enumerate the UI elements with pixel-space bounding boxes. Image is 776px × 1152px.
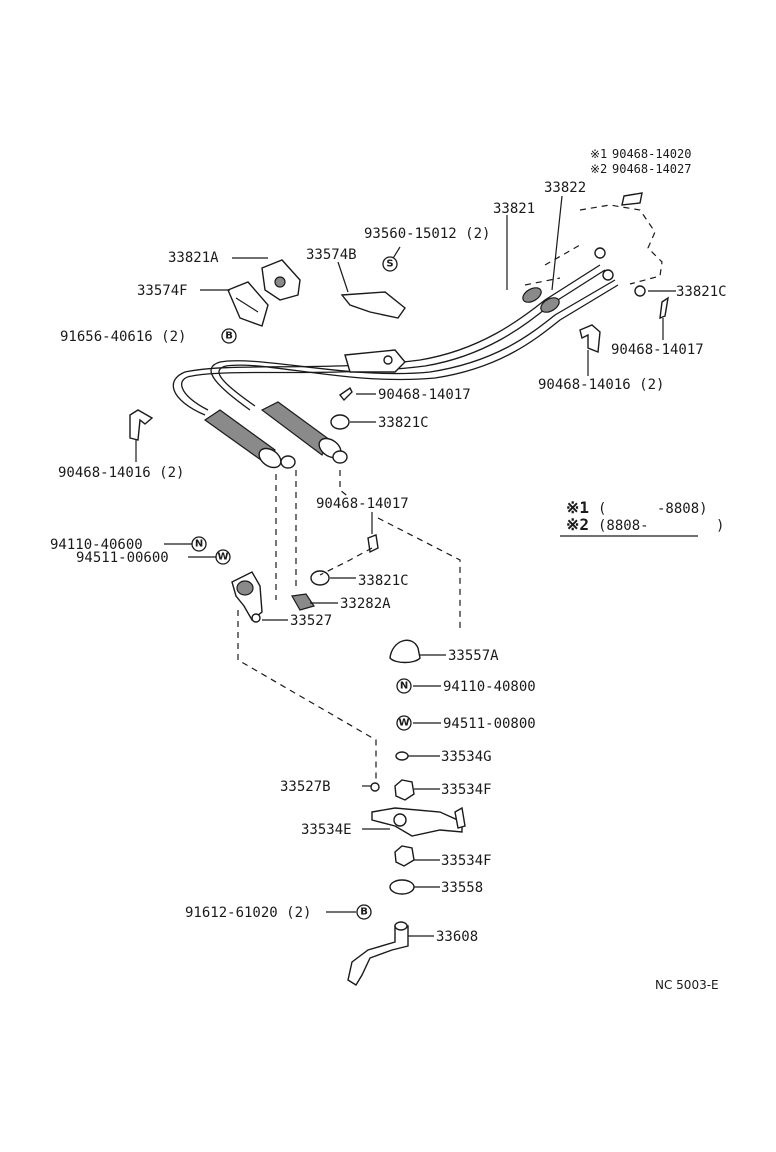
svg-text:W: W bbox=[398, 718, 409, 729]
nut-n-icon: N bbox=[396, 678, 412, 694]
diagram-code: NC 5003-E bbox=[655, 978, 719, 992]
label-94511-00600: 94511-00600 bbox=[76, 550, 169, 566]
label-33534g: 33534G bbox=[441, 749, 492, 765]
legend-range-2: (8808- ) bbox=[598, 518, 724, 534]
svg-text:N: N bbox=[195, 539, 203, 550]
parts bbox=[129, 259, 669, 986]
label-33527: 33527 bbox=[290, 613, 332, 629]
label-94511-00800: 94511-00800 bbox=[443, 716, 536, 732]
svg-text:W: W bbox=[217, 552, 228, 563]
label-33534e: 33534E bbox=[301, 822, 352, 838]
label-33282a: 33282A bbox=[340, 596, 391, 612]
part-labels: 33822 33821 93560-15012 (2) 33821A 33574… bbox=[50, 180, 727, 945]
pin-90468-14017 bbox=[659, 296, 669, 320]
svg-text:B: B bbox=[360, 907, 368, 918]
washer-w-icon: W bbox=[396, 715, 412, 731]
label-33821c-lower: 33821C bbox=[358, 573, 409, 589]
lever-33534e bbox=[371, 807, 463, 837]
cable-bracket-plate bbox=[344, 349, 406, 373]
part-33527 bbox=[231, 571, 263, 622]
label-91612-61020: 91612-61020 (2) bbox=[185, 905, 311, 921]
bushing-33821c bbox=[330, 414, 350, 430]
clip-90468-14016-right bbox=[579, 324, 601, 353]
clip-90468-14016-left bbox=[129, 409, 154, 441]
label-90468-14017-mid: 90468-14017 bbox=[378, 387, 471, 403]
label-90468-14017-lower: 90468-14017 bbox=[316, 496, 409, 512]
label-94110-40600: 94110-40600 bbox=[50, 537, 143, 553]
note-part-2: 90468-14027 bbox=[612, 162, 691, 176]
cable-boots bbox=[203, 401, 348, 469]
label-33534f-lower: 33534F bbox=[441, 853, 492, 869]
washer-w-icon: W bbox=[215, 549, 231, 565]
label-33527b: 33527B bbox=[280, 779, 331, 795]
note-part-1: 90468-14020 bbox=[612, 147, 691, 161]
label-93560-15012: 93560-15012 (2) bbox=[364, 226, 490, 242]
label-33821a: 33821A bbox=[168, 250, 219, 266]
symbols: B S N W N W B bbox=[191, 256, 412, 920]
label-90468-14017-right: 90468-14017 bbox=[611, 342, 704, 358]
shift-cables bbox=[172, 204, 663, 416]
legend: ※1 ( -8808) ※2 (8808- ) bbox=[566, 498, 724, 534]
label-33574b: 33574B bbox=[306, 247, 357, 263]
bolt-b-icon: B bbox=[356, 904, 372, 920]
label-33558: 33558 bbox=[441, 880, 483, 896]
note-mark-2: ※2 bbox=[590, 162, 607, 176]
bracket-33574b bbox=[340, 291, 406, 319]
label-33821c-mid: 33821C bbox=[378, 415, 429, 431]
screw-s-icon: S bbox=[382, 256, 398, 272]
bolt-b-icon: B bbox=[221, 328, 237, 344]
svg-text:N: N bbox=[400, 681, 408, 692]
nut-n-icon: N bbox=[191, 536, 207, 552]
label-33821c-upper: 33821C bbox=[676, 284, 727, 300]
legend-mark-1: ※1 bbox=[566, 498, 589, 517]
label-91656-40616: 91656-40616 (2) bbox=[60, 329, 186, 345]
label-33822: 33822 bbox=[544, 180, 586, 196]
legend-mark-2: ※2 bbox=[566, 515, 589, 534]
variant-notes: ※1 90468-14020 ※2 90468-14027 bbox=[590, 147, 691, 206]
label-33574f: 33574F bbox=[137, 283, 188, 299]
svg-text:S: S bbox=[386, 259, 393, 270]
part-33574f bbox=[227, 281, 269, 327]
note-mark-1: ※1 bbox=[590, 147, 607, 161]
part-33282a bbox=[291, 593, 315, 611]
label-33557a: 33557A bbox=[448, 648, 499, 664]
label-90468-14016-left: 90468-14016 (2) bbox=[58, 465, 184, 481]
washer-33534g bbox=[395, 751, 409, 761]
bushing-33534f-upper bbox=[394, 779, 415, 801]
label-33608: 33608 bbox=[436, 929, 478, 945]
bushing-33534f-lower bbox=[394, 845, 415, 867]
lever-33608 bbox=[347, 925, 409, 986]
bushing-33558 bbox=[389, 879, 415, 895]
assembly-lines bbox=[237, 470, 461, 782]
label-33534f-upper: 33534F bbox=[441, 782, 492, 798]
legend-range-1: ( -8808) bbox=[598, 501, 708, 517]
label-94110-40800: 94110-40800 bbox=[443, 679, 536, 695]
label-90468-14016-right: 90468-14016 (2) bbox=[538, 377, 664, 393]
boot-33557a bbox=[389, 639, 421, 664]
label-33821: 33821 bbox=[493, 201, 535, 217]
svg-text:B: B bbox=[225, 331, 233, 342]
